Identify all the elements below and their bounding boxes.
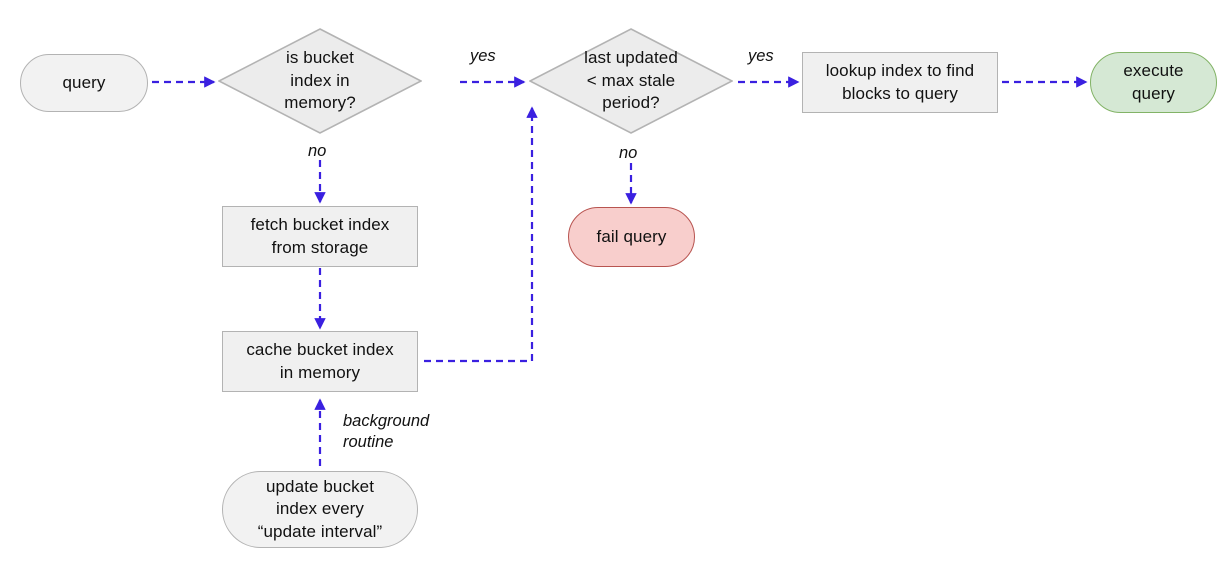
edge-label-stale-yes: yes: [748, 47, 774, 65]
edge-cache-to-stale-check: [424, 106, 538, 363]
node-execute-query-label: execute query: [1123, 61, 1184, 103]
node-execute-query[interactable]: execute query: [1090, 52, 1217, 113]
node-cache-bucket-index-label: cache bucket index in memory: [246, 340, 394, 382]
edge-label-background-routine: background routine: [343, 412, 430, 452]
node-fail-query[interactable]: fail query: [568, 207, 695, 267]
node-fail-query-label: fail query: [596, 226, 667, 246]
node-last-updated-max-stale[interactable]: last updated < max stale period?: [529, 28, 733, 134]
node-query-label: query: [62, 72, 106, 92]
node-update-bucket-index-label: update bucket index every “update interv…: [257, 476, 383, 541]
edge-label-stale-no: no: [619, 144, 638, 162]
node-is-bucket-index-in-memory[interactable]: is bucket index in memory?: [218, 28, 422, 134]
edge-label-memory-yes: yes: [470, 47, 496, 65]
node-lookup-index-label: lookup index to find blocks to query: [825, 61, 975, 103]
node-cache-bucket-index[interactable]: cache bucket index in memory: [222, 331, 418, 392]
node-is-bucket-index-in-memory-label: is bucket index in memory?: [284, 48, 356, 113]
diamond-shape-memory-check: [218, 28, 422, 134]
node-lookup-index[interactable]: lookup index to find blocks to query: [802, 52, 998, 113]
node-last-updated-max-stale-label: last updated < max stale period?: [584, 48, 678, 113]
node-query[interactable]: query: [20, 54, 148, 112]
diamond-shape-stale-check: [529, 28, 733, 134]
node-fetch-bucket-index[interactable]: fetch bucket index from storage: [222, 206, 418, 267]
node-update-bucket-index[interactable]: update bucket index every “update interv…: [222, 471, 418, 548]
edge-label-memory-no: no: [308, 142, 327, 160]
node-fetch-bucket-index-label: fetch bucket index from storage: [250, 215, 390, 257]
